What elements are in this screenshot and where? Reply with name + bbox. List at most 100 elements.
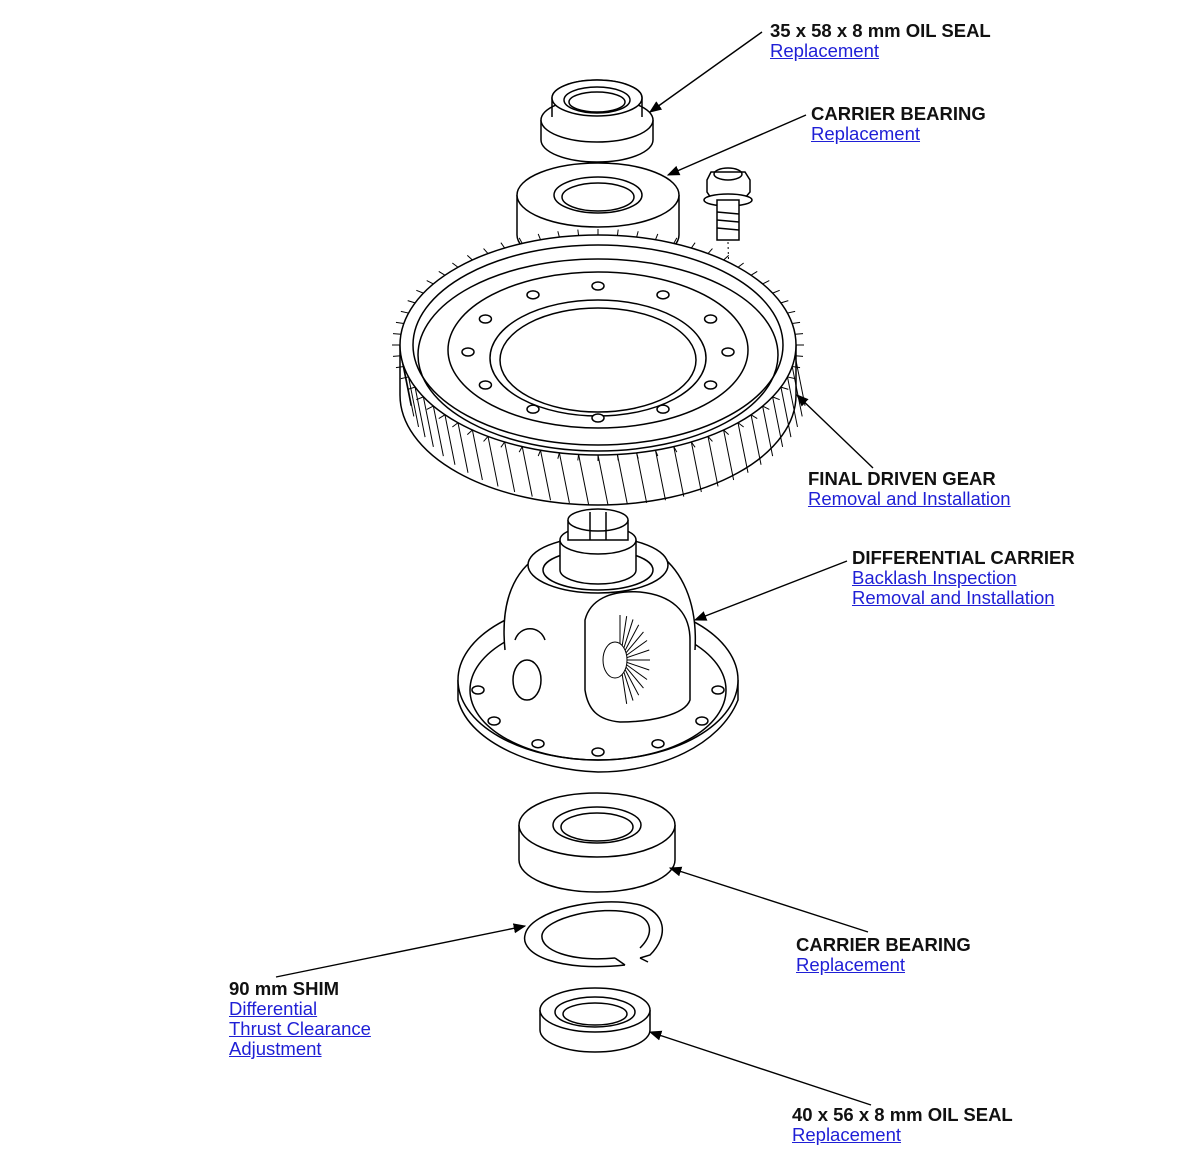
- gear-tooth: [395, 321, 404, 325]
- gear-tooth-face: [762, 406, 774, 457]
- final-driven-gear-drawing: [392, 229, 806, 506]
- gear-tooth-face: [723, 429, 735, 481]
- replacement-link[interactable]: Replacement: [770, 40, 880, 61]
- flange-bolt-hole: [471, 685, 485, 695]
- callout-title: CARRIER BEARING: [811, 103, 986, 124]
- gear-bolt-hole: [526, 404, 540, 414]
- gear-tooth: [792, 365, 801, 369]
- gear-tooth-face: [487, 436, 499, 487]
- gear-bolt-hole: [591, 281, 605, 291]
- gear-tooth: [392, 333, 401, 335]
- pinion-gear: [602, 641, 628, 679]
- gear-tooth: [762, 405, 770, 410]
- gear-tooth: [795, 333, 804, 335]
- top-oil-seal-drawing: [540, 79, 654, 163]
- replacement-link[interactable]: Replacement: [796, 954, 906, 975]
- gear-tooth-face: [444, 414, 456, 465]
- gear-tooth-face: [471, 429, 483, 481]
- gear-tooth: [723, 429, 730, 436]
- gear-tooth: [395, 365, 404, 369]
- gear-tooth: [707, 436, 713, 442]
- gear-tooth-face: [403, 366, 415, 417]
- gear-tooth-face: [504, 441, 516, 493]
- gear-tooth-face: [791, 366, 803, 417]
- gear-tooth: [792, 321, 801, 325]
- callout-final-driven-gear: FINAL DRIVEN GEAR Removal and Installati…: [808, 469, 1011, 509]
- gear-tooth-face: [457, 422, 469, 473]
- gear-tooth: [787, 376, 796, 380]
- gear-tooth: [438, 414, 446, 420]
- callout-carrier-bearing-top: CARRIER BEARING Replacement: [811, 104, 986, 144]
- gear-tooth-face: [432, 406, 444, 457]
- gear-tooth: [483, 436, 489, 442]
- gear-tooth: [723, 254, 730, 261]
- leader-lines: [275, 31, 874, 1106]
- gear-bolt-hole: [656, 290, 670, 300]
- callout-title: 90 mm SHIM: [229, 978, 340, 999]
- removal-installation-link[interactable]: Removal and Installation: [808, 488, 1011, 509]
- gear-tooth: [673, 237, 678, 244]
- gear-tooth: [780, 300, 789, 304]
- gear-tooth-face: [540, 450, 552, 501]
- gear-bolt-hole: [461, 347, 475, 357]
- gear-tooth: [400, 376, 409, 380]
- replacement-link[interactable]: Replacement: [792, 1124, 902, 1145]
- gear-tooth-face: [400, 355, 412, 406]
- gear-tooth: [438, 270, 446, 276]
- gear-tooth-face: [597, 454, 609, 506]
- gear-tooth: [466, 254, 473, 261]
- gear-tooth-face: [616, 454, 628, 505]
- gear-tooth-face: [558, 452, 570, 503]
- backlash-inspection-link[interactable]: Backlash Inspection: [852, 567, 1017, 588]
- flange-bolt-hole: [711, 685, 725, 695]
- gear-tooth: [750, 270, 758, 276]
- gear-bolt-hole: [478, 314, 493, 324]
- gear-tooth-face: [578, 454, 590, 505]
- gear-tooth-face: [673, 446, 685, 497]
- gear-tooth-face: [654, 450, 666, 501]
- gear-tooth-face: [408, 376, 420, 428]
- gear-bolt-hole: [478, 380, 493, 390]
- gear-tooth: [557, 231, 560, 238]
- gear-tooth-face: [772, 396, 784, 447]
- flange-bolt-hole: [531, 738, 545, 749]
- gear-tooth: [616, 229, 619, 236]
- gear-tooth-face: [414, 386, 426, 438]
- replacement-link[interactable]: Replacement: [811, 123, 921, 144]
- callout-title: 40 x 56 x 8 mm OIL SEAL: [792, 1104, 1013, 1125]
- flange-bolt-hole: [487, 716, 501, 726]
- gear-tooth-face: [707, 436, 719, 487]
- gear-bolt-hole: [703, 314, 718, 324]
- gear-tooth: [426, 280, 434, 285]
- gear-tooth-face: [780, 386, 792, 438]
- gear-tooth: [577, 229, 580, 236]
- gear-tooth: [707, 248, 713, 254]
- gear-tooth: [426, 405, 434, 410]
- gear-tooth-face: [690, 441, 702, 493]
- gear-bolt-hole: [721, 347, 735, 357]
- callout-carrier-bearing-bottom: CARRIER BEARING Replacement: [796, 935, 971, 975]
- gear-tooth: [762, 280, 770, 285]
- flange-bolt-hole: [591, 747, 605, 757]
- callout-oil-seal-bottom: 40 x 56 x 8 mm OIL SEAL Replacement: [792, 1105, 1013, 1145]
- gear-tooth-face: [750, 414, 762, 465]
- gear-bolt-hole: [703, 380, 718, 390]
- adjustment-link[interactable]: Adjustment: [229, 1038, 322, 1059]
- gear-tooth: [500, 242, 506, 249]
- callout-title: 35 x 58 x 8 mm OIL SEAL: [770, 20, 991, 41]
- gear-tooth: [750, 414, 758, 420]
- gear-tooth: [407, 386, 416, 390]
- differential-link[interactable]: Differential: [229, 998, 318, 1019]
- gear-tooth: [787, 310, 796, 314]
- gear-tooth: [452, 262, 459, 268]
- gear-tooth: [537, 233, 541, 240]
- gear-tooth: [483, 248, 489, 254]
- gear-tooth: [500, 441, 506, 448]
- flange-bolt-hole: [651, 738, 665, 749]
- thrust-clearance-link[interactable]: Thrust Clearance: [229, 1018, 371, 1039]
- gear-bolt-hole: [526, 290, 540, 300]
- gear-tooth: [537, 450, 541, 457]
- removal-installation-link[interactable]: Removal and Installation: [852, 587, 1055, 608]
